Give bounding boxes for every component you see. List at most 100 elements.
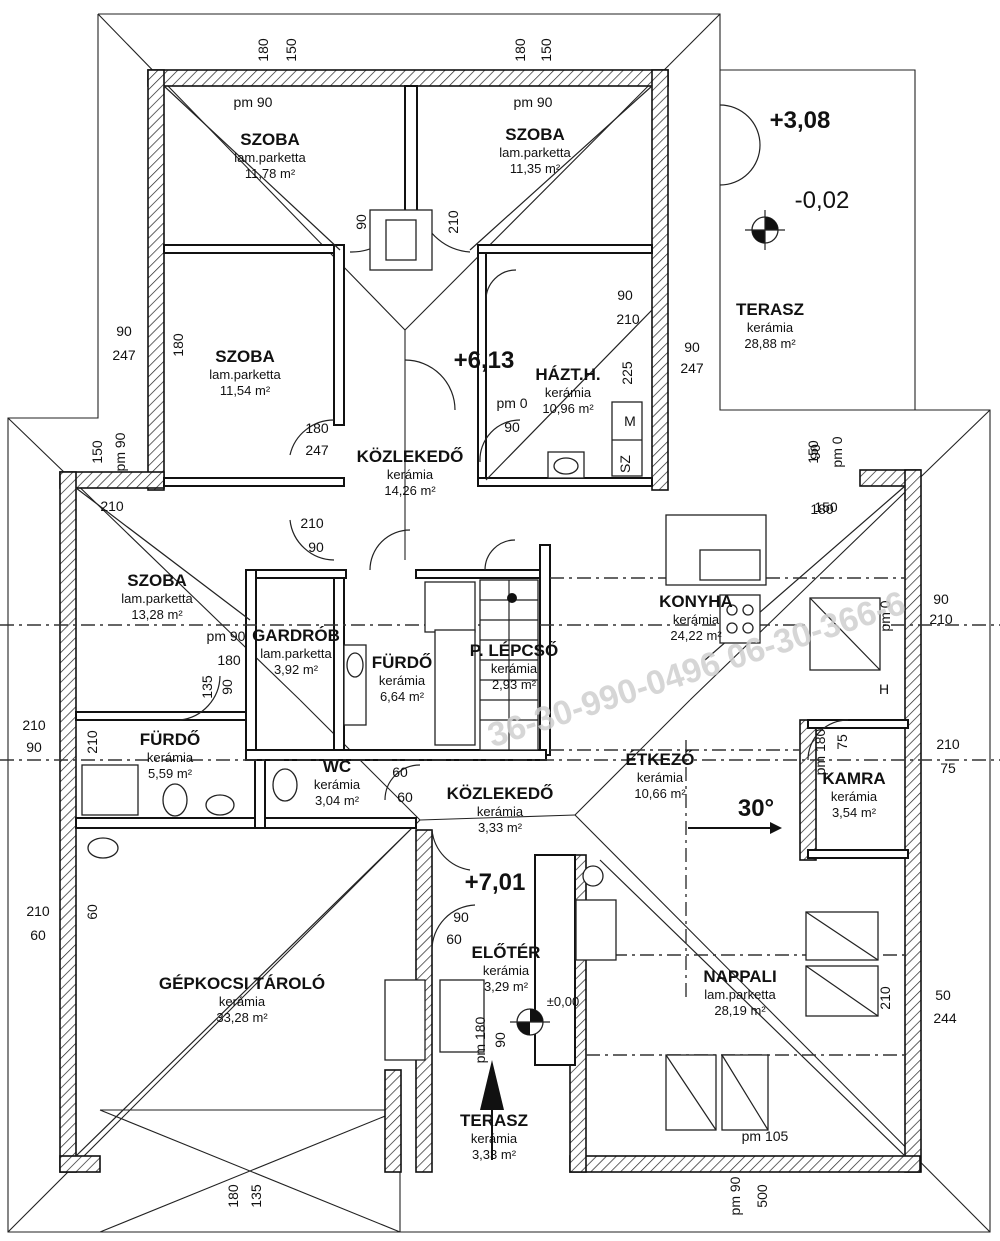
dimension-label: 90 <box>807 444 823 460</box>
room-name-kamra: KAMRA <box>822 769 885 788</box>
dimension-label: 90 <box>116 323 132 339</box>
dimension-label: 90 <box>617 287 633 303</box>
dimension-label: 150 <box>538 38 554 62</box>
level-markers <box>480 210 785 1160</box>
dimension-label: 90 <box>219 679 235 695</box>
room-name-furdo1: FÜRDŐ <box>372 653 432 672</box>
room-name-haztart: HÁZT.H. <box>535 365 600 384</box>
room-material-haztart: kerámia <box>545 385 592 400</box>
dimension-label: 247 <box>112 347 136 363</box>
room-material-wc: kerámia <box>314 777 361 792</box>
dimension-label: 210 <box>616 311 640 327</box>
interior-walls <box>75 85 909 1066</box>
room-area-garazs: 33,28 m² <box>216 1010 268 1025</box>
room-hip-lines <box>75 85 906 1157</box>
dimension-label: 135 <box>199 675 215 699</box>
dimension-label: pm 180 <box>472 1016 488 1063</box>
dimension-label: 210 <box>26 903 50 919</box>
dimension-label: 90 <box>504 419 520 435</box>
dimension-label: pm 90 <box>514 94 553 110</box>
level-ridge-upper: +6,13 <box>454 347 515 374</box>
room-name-szoba3: SZOBA <box>215 347 275 366</box>
room-area-terasz1: 28,88 m² <box>744 336 796 351</box>
staircase <box>479 579 539 751</box>
dimension-label: 135 <box>248 1184 264 1208</box>
dimension-label: pm 180 <box>812 728 828 775</box>
level-ridge-lower: +7,01 <box>465 869 526 896</box>
dimension-label: 180 <box>170 333 186 357</box>
outer-walls <box>59 69 922 1173</box>
dimension-label: 150 <box>814 499 838 515</box>
dimension-label: 60 <box>397 789 413 805</box>
fixture-label-m: M <box>624 413 636 429</box>
dimension-label: 180 <box>810 501 834 517</box>
room-area-nappali: 28,19 m² <box>714 1003 766 1018</box>
room-area-szoba3: 11,54 m² <box>220 383 271 398</box>
room-area-gardrob: 3,92 m² <box>274 662 319 677</box>
room-material-nappali: lam.parketta <box>704 987 776 1002</box>
roof-pitch: 30° <box>738 795 774 822</box>
room-name-etkezo: ÉTKEZŐ <box>626 750 695 769</box>
dimension-label: pm 90 <box>207 628 246 644</box>
dimension-label: 210 <box>22 717 46 733</box>
dimension-label: 210 <box>929 611 953 627</box>
dimension-label: 180 <box>512 38 528 62</box>
room-name-lepcso: P. LÉPCSŐ <box>470 641 559 660</box>
dimension-label: 60 <box>30 927 46 943</box>
dimension-label: 180 <box>305 420 329 436</box>
room-name-nappali: NAPPALI <box>703 967 776 986</box>
dimension-label: 90 <box>26 739 42 755</box>
dimension-label: 90 <box>353 214 369 230</box>
dimension-label: 150 <box>89 440 105 464</box>
room-name-kozl1: KÖZLEKEDŐ <box>357 447 464 466</box>
level-terrace-floor: -0,02 <box>795 187 850 214</box>
room-area-eloter: 3,29 m² <box>484 979 529 994</box>
room-area-kozl1: 14,26 m² <box>384 483 436 498</box>
dimension-label: pm 90 <box>727 1176 743 1215</box>
room-material-kamra: kerámia <box>831 789 878 804</box>
room-area-szoba4: 13,28 m² <box>131 607 183 622</box>
room-area-terasz2: 3,33 m² <box>472 1147 517 1162</box>
room-material-lepcso: kerámia <box>491 661 538 676</box>
room-material-eloter: kerámia <box>483 963 530 978</box>
dimension-label: 90 <box>492 1032 508 1048</box>
dimension-label: 75 <box>834 734 850 750</box>
dimension-label: pm 90 <box>112 432 128 471</box>
room-area-etkezo: 10,66 m² <box>634 786 686 801</box>
dimension-label: 50 <box>935 987 951 1003</box>
dimension-label: 210 <box>936 736 960 752</box>
room-material-szoba1: lam.parketta <box>234 150 306 165</box>
dimension-label: 90 <box>933 591 949 607</box>
dimension-label: pm 90 <box>234 94 273 110</box>
room-material-gardrob: lam.parketta <box>260 646 332 661</box>
room-name-szoba1: SZOBA <box>240 130 300 149</box>
dimension-label: 150 <box>283 38 299 62</box>
room-material-szoba4: lam.parketta <box>121 591 193 606</box>
dimension-label: 210 <box>100 498 124 514</box>
room-material-terasz2: kerámia <box>471 1131 518 1146</box>
dimension-label: pm 0 <box>496 395 527 411</box>
dimension-label: 60 <box>392 764 408 780</box>
level-entrance: ±0,00 <box>547 994 579 1009</box>
dimension-label: 210 <box>84 730 100 754</box>
room-name-szoba4: SZOBA <box>127 571 187 590</box>
room-name-gardrob: GARDRÓB <box>252 626 340 645</box>
room-material-konyha: kerámia <box>673 612 720 627</box>
dimension-label: 210 <box>877 986 893 1010</box>
dimension-label: 60 <box>446 931 462 947</box>
room-name-terasz1: TERASZ <box>736 300 804 319</box>
room-area-furdo1: 6,64 m² <box>380 689 425 704</box>
room-name-szoba2: SZOBA <box>505 125 565 144</box>
room-material-kozl2: kerámia <box>477 804 524 819</box>
dimension-label: 247 <box>680 360 704 376</box>
room-name-kozl2: KÖZLEKEDŐ <box>447 784 554 803</box>
room-area-kozl2: 3,33 m² <box>478 820 523 835</box>
dimension-label: pm 0 <box>829 436 845 467</box>
room-area-konyha: 24,22 m² <box>670 628 722 643</box>
room-name-terasz2: TERASZ <box>460 1111 528 1130</box>
dimension-label: 180 <box>255 38 271 62</box>
room-material-kozl1: kerámia <box>387 467 434 482</box>
room-name-wc: WC <box>323 757 351 776</box>
room-name-eloter: ELŐTÉR <box>472 943 541 962</box>
